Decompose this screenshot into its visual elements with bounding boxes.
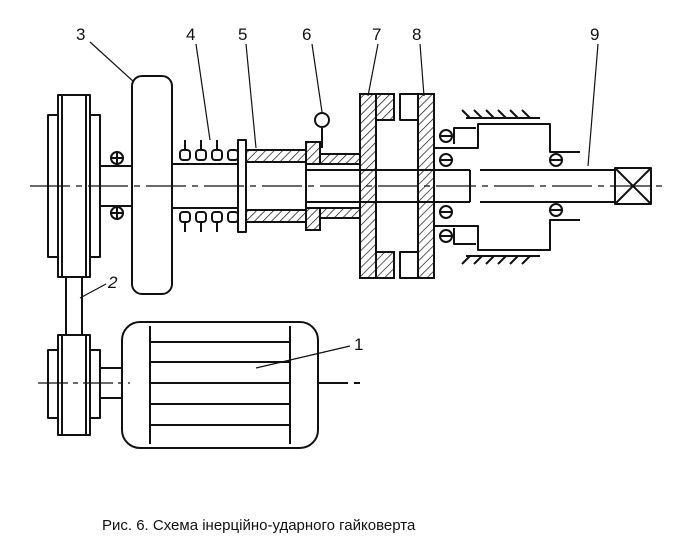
label-4: 4 <box>186 25 195 44</box>
label-3: 3 <box>76 25 85 44</box>
label-6: 6 <box>302 25 311 44</box>
sliding-sleeve <box>237 139 361 233</box>
label-2: 2 <box>107 273 118 292</box>
electric-motor <box>121 321 360 449</box>
label-9: 9 <box>590 25 599 44</box>
driven-clutch-half <box>399 93 580 279</box>
belt-drive <box>38 94 130 436</box>
label-5: 5 <box>238 25 247 44</box>
input-shaft <box>100 151 132 220</box>
label-7: 7 <box>372 25 381 44</box>
label-1: 1 <box>354 335 363 354</box>
inner-shaft <box>306 169 471 203</box>
fixed-housing <box>461 109 540 265</box>
leader-lines <box>79 41 599 369</box>
figure-caption: Рис. 6. Схема інерційно-ударного гайкове… <box>102 517 416 534</box>
output-spindle <box>480 153 652 217</box>
flywheel <box>131 75 238 295</box>
label-8: 8 <box>412 25 421 44</box>
shift-lever <box>314 112 330 148</box>
spring <box>179 140 239 232</box>
